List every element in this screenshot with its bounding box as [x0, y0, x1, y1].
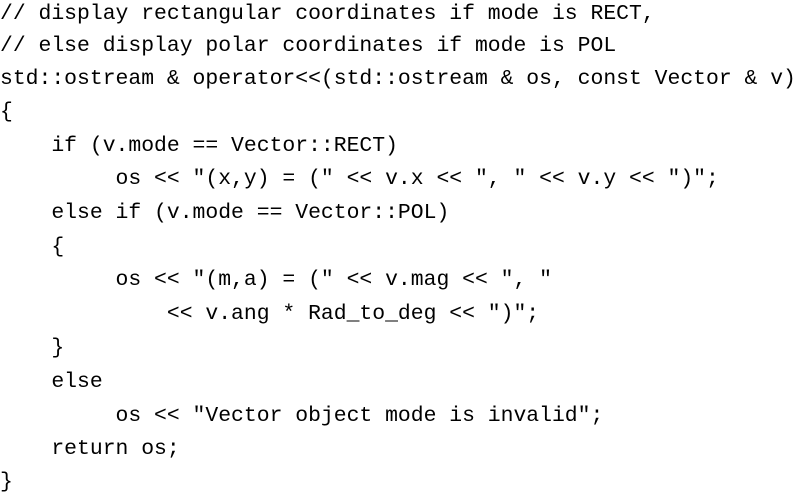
code-line-output-angle: << v.ang * Rad_to_deg << ")"; — [0, 302, 540, 326]
code-line-if-rect: if (v.mode == Vector::RECT) — [0, 134, 398, 158]
code-line-inner-open: { — [0, 235, 65, 259]
code-line-inner-close: } — [0, 336, 65, 360]
code-line-output-rect: os << "(x,y) = (" << v.x << ", " << v.y … — [0, 167, 719, 191]
code-line-output-polar: os << "(m,a) = (" << v.mag << ", " — [0, 268, 552, 292]
code-line-open-brace: { — [0, 100, 13, 124]
code-line-comment-polar: // else display polar coordinates if mod… — [0, 34, 617, 58]
code-line-close-brace: } — [0, 470, 13, 494]
code-line-else-if-pol: else if (v.mode == Vector::POL) — [0, 201, 450, 225]
code-line-output-invalid: os << "Vector object mode is invalid"; — [0, 404, 604, 428]
code-line-else: else — [0, 370, 103, 394]
code-line-return: return os; — [0, 437, 180, 461]
code-line-comment-rect: // display rectangular coordinates if mo… — [0, 2, 655, 26]
code-line-signature: std::ostream & operator<<(std::ostream &… — [0, 67, 796, 91]
